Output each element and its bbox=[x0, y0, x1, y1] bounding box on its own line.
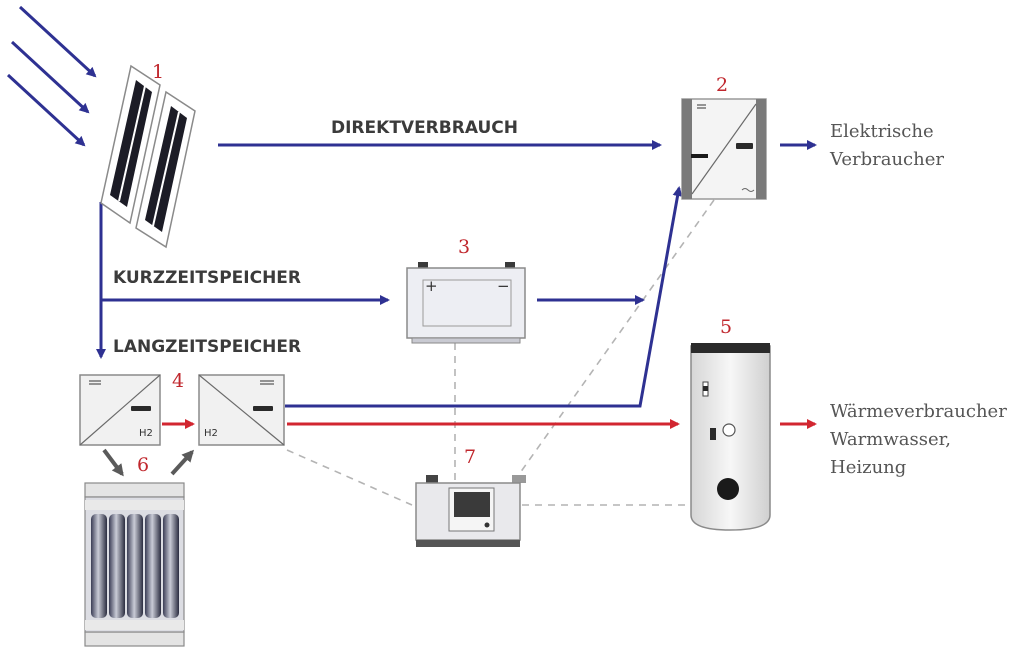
dashed-inverter-controller bbox=[514, 199, 715, 481]
sun-ray-arrow bbox=[6, 73, 86, 147]
number-heat-storage: 5 bbox=[720, 316, 732, 338]
sun-rays bbox=[6, 5, 97, 147]
hot-water-tank-icon bbox=[690, 343, 771, 531]
battery-icon: + − bbox=[406, 262, 526, 344]
communication-lines bbox=[286, 199, 715, 506]
label-direct-consumption: DIREKTVERBRAUCH bbox=[331, 118, 518, 138]
sun-ray-arrow bbox=[10, 40, 90, 114]
number-inverter: 2 bbox=[716, 74, 728, 96]
fuelcell-h2-label: H2 bbox=[204, 428, 218, 439]
fuel-cell-icon: H2 bbox=[198, 374, 285, 446]
to-tank-arrow bbox=[102, 448, 124, 477]
heat-consumers-line-3: Heizung bbox=[830, 457, 906, 478]
dashed-electrolyser-controller bbox=[286, 449, 413, 506]
number-controller: 7 bbox=[464, 446, 476, 468]
hydrogen-storage-icon bbox=[84, 482, 185, 647]
from-tank-arrow bbox=[170, 449, 195, 476]
sun-ray-arrow bbox=[18, 5, 97, 78]
electric-consumers-line-2: Verbraucher bbox=[829, 149, 944, 170]
electrolyser-h2-label: H2 bbox=[139, 428, 153, 439]
solar-panel-icon bbox=[100, 64, 196, 249]
hydrogen-flows bbox=[102, 448, 195, 477]
controller-icon bbox=[415, 475, 526, 547]
electric-consumers-line-1: Elektrische bbox=[830, 121, 934, 142]
number-battery: 3 bbox=[458, 236, 470, 258]
battery-plus-sign: + bbox=[425, 277, 438, 295]
battery-minus-sign: − bbox=[497, 277, 510, 295]
label-long-term-storage: LANGZEITSPEICHER bbox=[113, 337, 301, 357]
number-hydrogen-tank: 6 bbox=[137, 454, 149, 476]
fuel-cell-to-inverter-arrow bbox=[285, 186, 683, 408]
number-electrolyser: 4 bbox=[172, 370, 184, 392]
label-short-term-storage: KURZZEITSPEICHER bbox=[113, 268, 301, 288]
heat-consumers-line-2: Warmwasser, bbox=[830, 429, 951, 450]
electrolyser-icon: H2 bbox=[79, 374, 161, 446]
inverter-icon bbox=[681, 98, 767, 200]
electric-flows bbox=[96, 140, 817, 408]
component-numbers: 1 2 3 4 5 6 7 bbox=[137, 61, 732, 476]
number-pv: 1 bbox=[152, 61, 164, 83]
heat-consumers-line-1: Wärmeverbraucher bbox=[830, 401, 1007, 422]
